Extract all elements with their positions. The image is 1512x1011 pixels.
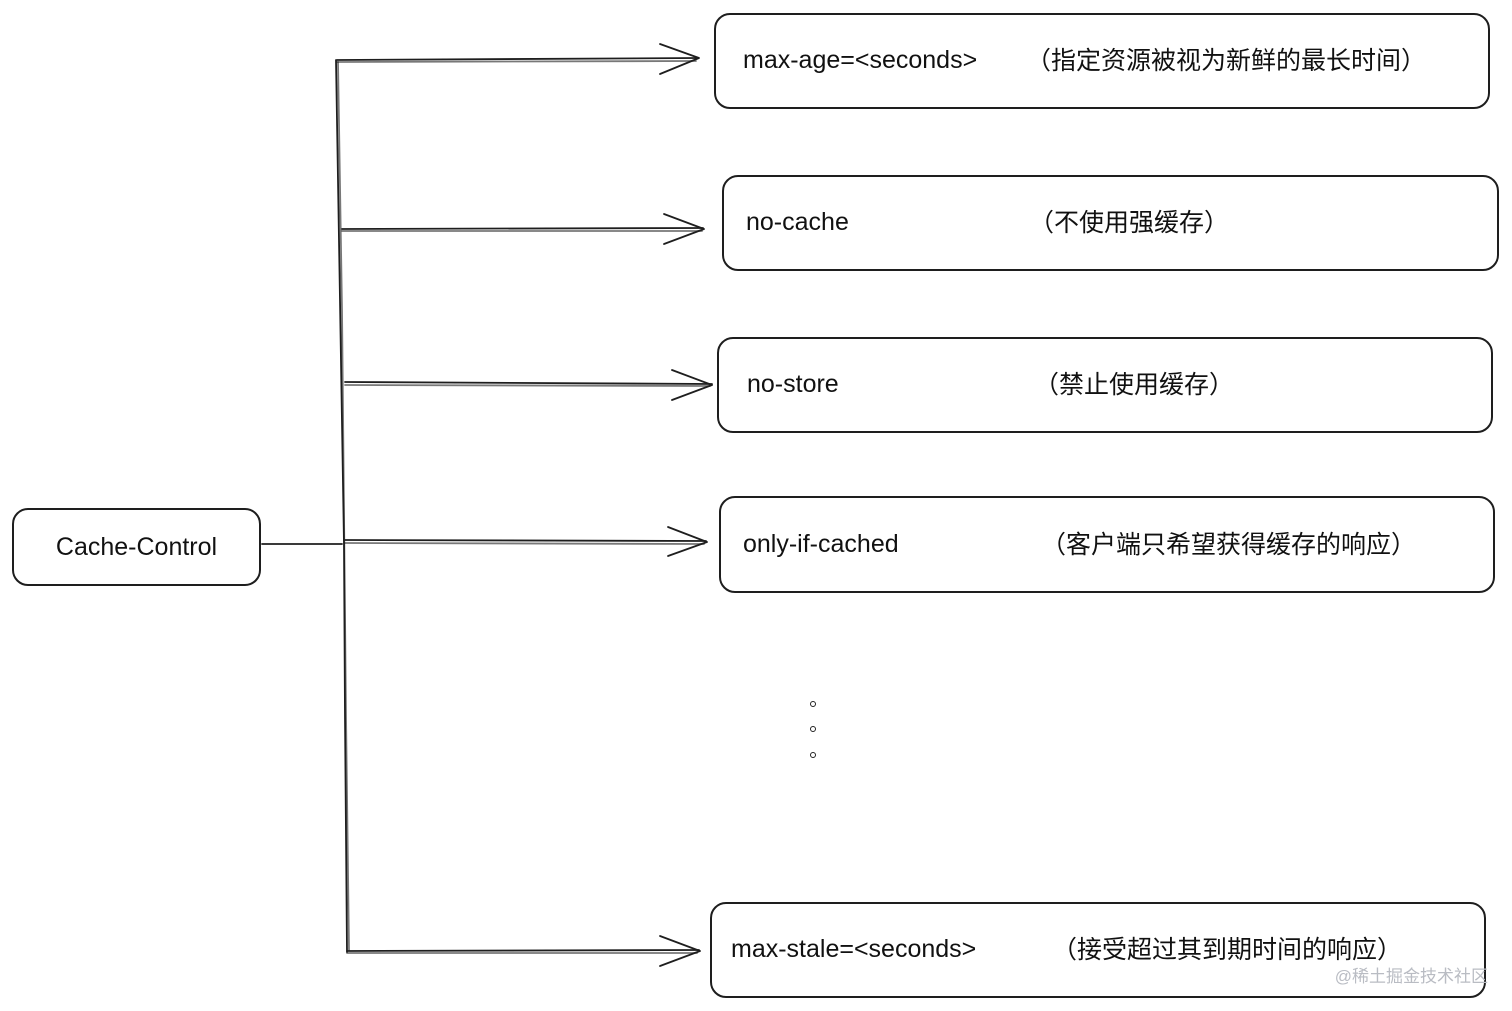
ellipsis-dot (810, 701, 816, 707)
directive-box-no-cache: no-cache （不使用强缓存） (722, 175, 1499, 271)
directive-name: no-cache (746, 207, 849, 236)
cache-control-node: Cache-Control (12, 508, 261, 586)
trunk-line (335, 59, 348, 953)
branch-arrow-max-stale (346, 949, 700, 952)
directive-box-max-age: max-age=<seconds> （指定资源被视为新鲜的最长时间） (714, 13, 1490, 109)
cache-control-label: Cache-Control (55, 532, 218, 561)
directive-box-no-store: no-store （禁止使用缓存） (717, 337, 1493, 433)
directive-desc: （客户端只希望获得缓存的响应） (1041, 530, 1417, 559)
branch-arrow-no-store (344, 381, 713, 385)
directive-name: no-store (747, 369, 839, 398)
watermark: @稀土掘金技术社区 (1334, 967, 1488, 986)
directive-name: only-if-cached (743, 529, 899, 558)
directive-desc: （指定资源被视为新鲜的最长时间） (1026, 47, 1427, 76)
directive-name: max-age=<seconds> (743, 45, 978, 74)
directive-desc: （禁止使用缓存） (1034, 371, 1235, 400)
directive-desc: （不使用强缓存） (1029, 209, 1230, 238)
directive-name: max-stale=<seconds> (731, 934, 977, 963)
ellipsis-dot (810, 752, 816, 758)
branch-arrow-no-cache (341, 227, 704, 230)
directive-desc: （接受超过其到期时间的响应） (1052, 936, 1403, 965)
branch-arrow-only-if-cached (344, 539, 707, 542)
ellipsis-dot (810, 726, 816, 732)
directive-box-max-stale: max-stale=<seconds> （接受超过其到期时间的响应） (710, 902, 1486, 998)
directive-box-only-if-cached: only-if-cached （客户端只希望获得缓存的响应） (719, 496, 1495, 593)
branch-arrow-max-age (336, 57, 699, 61)
